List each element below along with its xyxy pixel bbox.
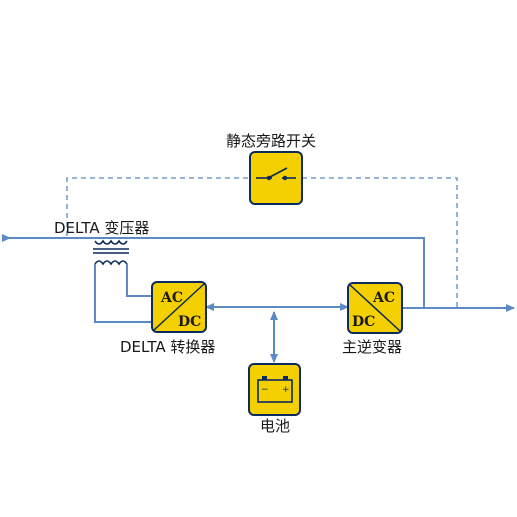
bypass-dashed-line — [66, 177, 458, 308]
battery-plus-sign: + — [282, 385, 290, 395]
transformer-to-converter-line — [94, 264, 152, 323]
inverter-diagonal — [349, 284, 401, 332]
converter-dc-label: DC — [178, 314, 201, 330]
delta-transformer-label: DELTA 变压器 — [54, 219, 149, 237]
battery-box: − + — [248, 363, 301, 416]
delta-converter-label: DELTA 转换器 — [120, 338, 215, 356]
inverter-dc-label: DC — [352, 314, 375, 330]
bypass-switch-label: 静态旁路开关 — [226, 132, 316, 150]
inverter-ac-label: AC — [372, 290, 395, 306]
battery-label: 电池 — [260, 417, 290, 435]
bypass-switch-box — [249, 151, 303, 205]
transformer-primary-coil — [94, 239, 128, 245]
main-inverter-label: 主逆变器 — [342, 338, 402, 356]
main-inverter-box: AC DC — [347, 282, 403, 334]
main-input-line — [10, 237, 425, 308]
battery-minus-sign: − — [261, 385, 269, 395]
delta-converter-box: AC DC — [151, 281, 207, 333]
converter-ac-label: AC — [160, 290, 183, 306]
transformer-secondary-coil — [94, 260, 128, 266]
converter-diagonal — [153, 283, 205, 331]
switch-blade — [269, 167, 288, 178]
battery-icon: − + — [257, 376, 293, 403]
transformer-symbol — [93, 239, 129, 266]
